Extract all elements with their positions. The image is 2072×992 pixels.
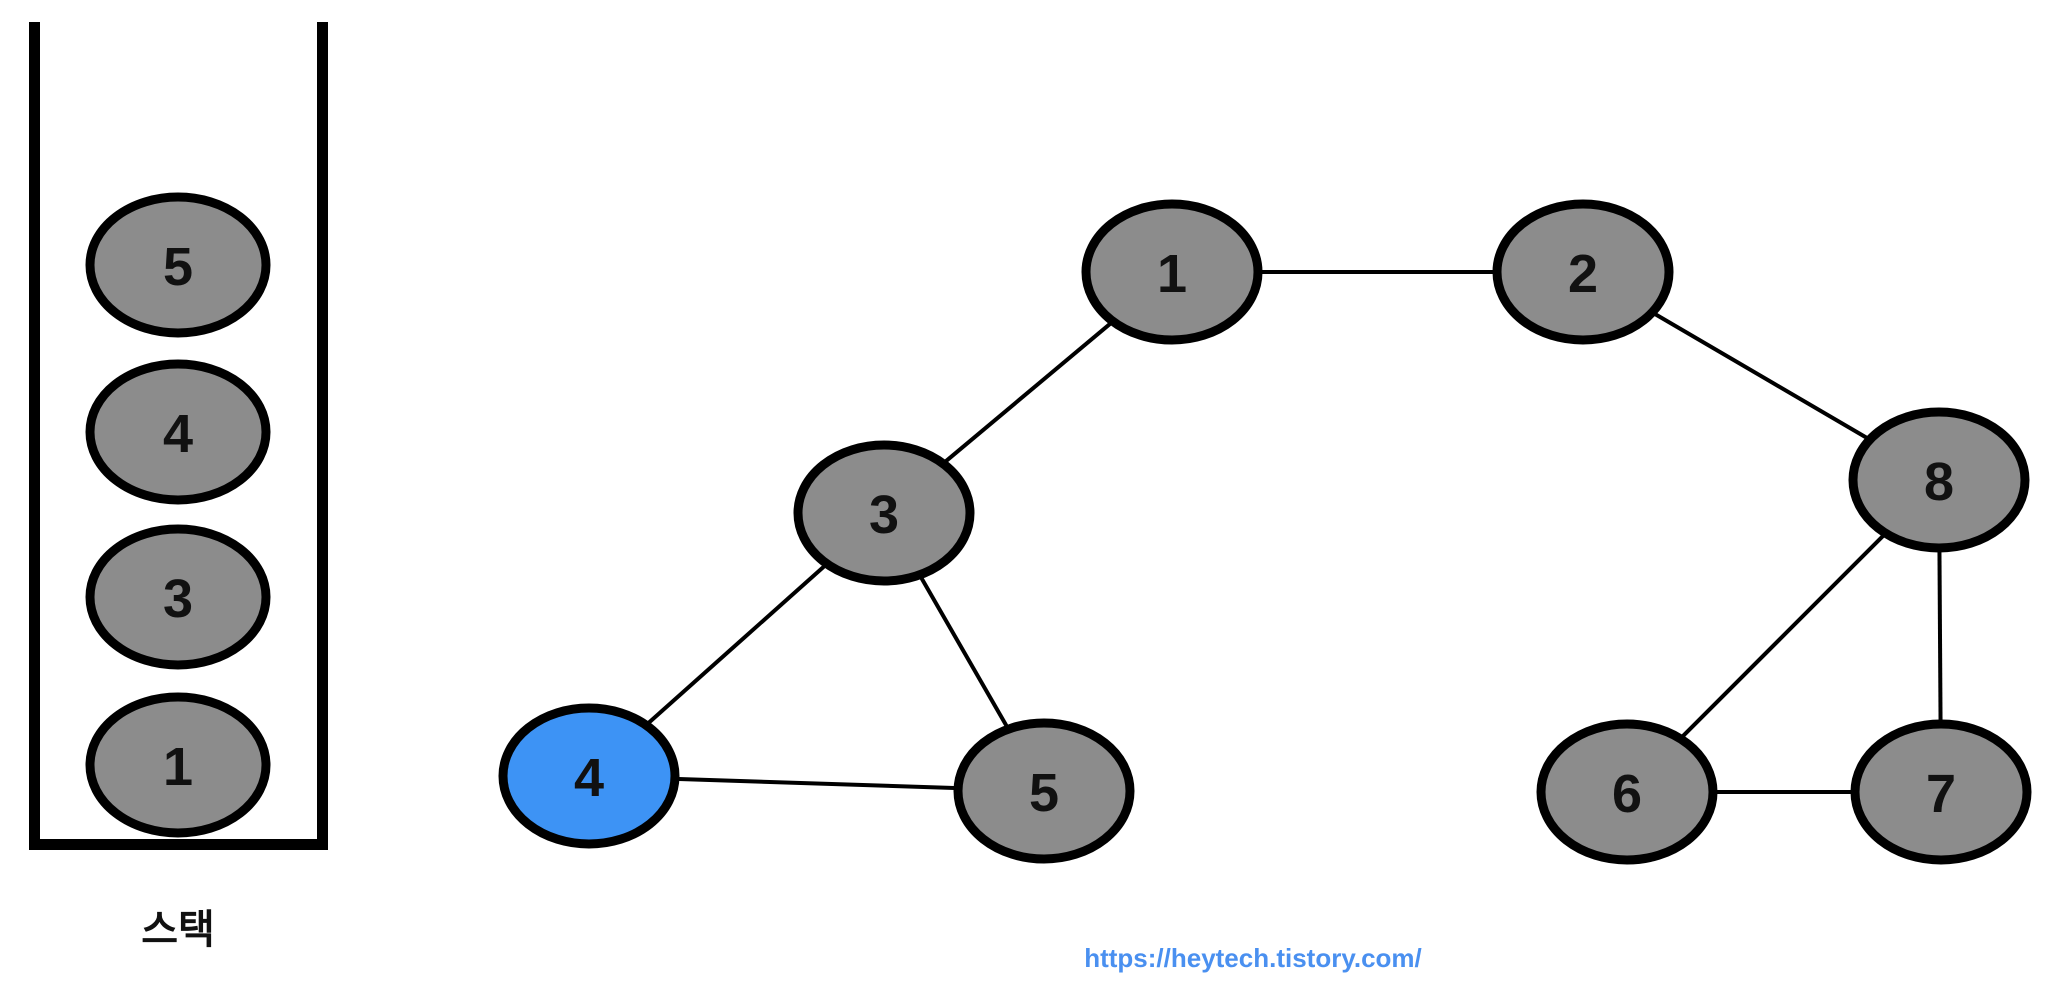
stack-item-label: 3 <box>163 569 193 629</box>
stack-item-label: 1 <box>163 737 193 797</box>
stack-item: 5 <box>85 192 271 338</box>
graph-node-label-7: 7 <box>1926 764 1956 824</box>
graph-node-shape-2[interactable] <box>1492 199 1674 345</box>
stack-item: 1 <box>85 692 271 838</box>
graph-node-6[interactable]: 6 <box>1536 719 1718 865</box>
stack-item-shape <box>85 192 271 338</box>
graph-node-label-4: 4 <box>574 748 604 808</box>
stack-container-outline <box>29 22 328 850</box>
graph-node-label-1: 1 <box>1157 244 1187 304</box>
stack-container-bottom-wall <box>29 839 328 850</box>
graph-node-label-6: 6 <box>1612 764 1642 824</box>
stack-container-right-wall <box>317 22 328 850</box>
graph-node-shape-4[interactable] <box>498 703 680 849</box>
graph-edge-2-8 <box>1651 310 1871 442</box>
graph-node-shape-3[interactable] <box>793 440 975 586</box>
graph-node-shape-6[interactable] <box>1536 719 1718 865</box>
graph-edge-3-5 <box>917 573 1011 731</box>
graph-edge-4-5 <box>674 776 959 791</box>
stack-item: 3 <box>85 524 271 670</box>
graph-node-8[interactable]: 8 <box>1848 407 2030 553</box>
graph-node-4[interactable]: 4 <box>498 703 680 849</box>
graph-node-2[interactable]: 2 <box>1492 199 1674 345</box>
graph-node-label-2: 2 <box>1568 244 1598 304</box>
stack-item-label: 5 <box>163 237 193 297</box>
stack-item-shape <box>85 524 271 670</box>
graph-node-label-3: 3 <box>869 485 899 545</box>
graph-edge-8-6 <box>1678 531 1888 741</box>
stack-panel: 5 4 3 1 스택 <box>29 22 328 953</box>
graph-nodes-group: 1 2 3 4 5 6 7 8 <box>498 199 2032 865</box>
graph-edge-1-3 <box>941 319 1115 466</box>
stack-items-group: 5 4 3 1 <box>85 192 271 838</box>
graph-node-3[interactable]: 3 <box>793 440 975 586</box>
graph-node-label-5: 5 <box>1029 763 1059 823</box>
graph-node-shape-5[interactable] <box>953 718 1135 864</box>
graph-node-7[interactable]: 7 <box>1850 719 2032 865</box>
graph-edge-3-4 <box>644 562 829 727</box>
graph-node-label-8: 8 <box>1924 452 1954 512</box>
stack-item-shape <box>85 692 271 838</box>
graph-panel: 1 2 3 4 5 6 7 8 <box>498 199 2032 865</box>
source-url-link[interactable]: https://heytech.tistory.com/ <box>1084 943 1422 973</box>
graph-node-shape-1[interactable] <box>1081 199 1263 345</box>
stack-item: 4 <box>85 359 271 505</box>
graph-node-shape-8[interactable] <box>1848 407 2030 553</box>
stack-item-label: 4 <box>163 404 193 464</box>
graph-edges-group <box>644 270 1943 794</box>
stack-container-left-wall <box>29 22 40 850</box>
graph-node-shape-7[interactable] <box>1850 719 2032 865</box>
graph-node-5[interactable]: 5 <box>953 718 1135 864</box>
graph-edge-8-7 <box>1937 547 1943 725</box>
stack-item-shape <box>85 359 271 505</box>
stack-caption-label: 스택 <box>141 907 215 953</box>
graph-node-1[interactable]: 1 <box>1081 199 1263 345</box>
